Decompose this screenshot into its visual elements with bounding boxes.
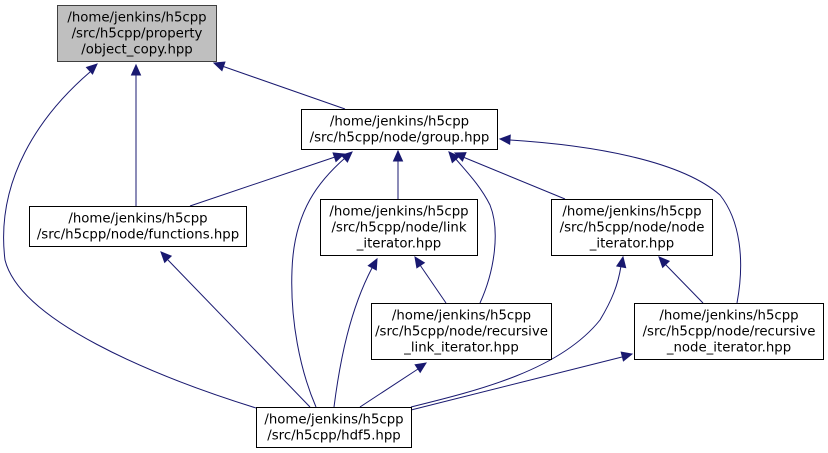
arrowhead-icon [414,362,428,374]
node-box [551,199,713,256]
arrowhead-icon [392,149,404,162]
node-box [371,303,552,360]
arrowhead-icon [85,63,98,75]
node-functions[interactable]: /home/jenkins/h5cpp/src/h5cpp/node/funct… [29,206,247,247]
edge-link_iterator-to-group [392,149,404,199]
node-recursive-link-iterator[interactable]: /home/jenkins/h5cpp/src/h5cpp/node/recur… [371,303,552,360]
arrowhead-icon [160,251,173,264]
node-label-line: _node_iterator.hpp [666,341,791,356]
node-box [301,109,498,150]
node-label-line: /home/jenkins/h5cpp [330,115,469,130]
node-node-iterator[interactable]: /home/jenkins/h5cpp/src/h5cpp/node/node_… [551,199,713,256]
node-box [256,407,412,448]
node-hdf5[interactable]: /home/jenkins/h5cpp/src/h5cpp/hdf5.hpp [256,407,412,448]
arrowhead-icon [130,63,142,76]
node-label-line: /home/jenkins/h5cpp [329,205,468,220]
arrowhead-icon [453,152,467,162]
edge-line [419,264,447,304]
node-label-line: /src/h5cpp/hdf5.hpp [267,429,400,444]
arrowhead-icon [658,256,671,269]
edge-hdf5-to-functions [160,251,311,408]
edge-hdf5-to-link_iterator [333,257,378,408]
edge-recursive_node_iterator-to-node_iterator [658,256,704,304]
edge-recursive_link_iterator-to-group [448,151,496,304]
edge-line [462,156,566,200]
arrowhead-icon [212,61,226,72]
edge-line [333,267,373,408]
edge-line [221,65,346,110]
edge-node_iterator-to-group [453,152,566,200]
arrowhead-icon [340,151,353,163]
node-label-line: /home/jenkins/h5cpp [67,11,206,26]
arrowhead-icon [367,257,378,271]
edge-group-to-object_copy [212,61,346,110]
node-recursive-node-iterator[interactable]: /home/jenkins/h5cpp/src/h5cpp/node/recur… [634,303,824,360]
edge-recursive_link_iterator-to-link_iterator [414,255,447,304]
edge-hdf5-to-object_copy [3,63,257,409]
edge-line [664,263,704,304]
node-box [57,5,217,62]
node-label-line: /home/jenkins/h5cpp [562,205,701,220]
node-link-iterator[interactable]: /home/jenkins/h5cpp/src/h5cpp/node/link_… [320,199,478,256]
node-label-line: /src/h5cpp/node/link [331,221,466,236]
edge-functions-to-object_copy [130,63,142,206]
arrowhead-icon [620,351,634,362]
node-label-line: /src/h5cpp/node/node [560,221,705,236]
edge-line [167,259,311,408]
edge-recursive_node_iterator-to-group [498,134,742,304]
node-label-line: /src/h5cpp/node/functions.hpp [37,228,239,243]
edge-line [3,71,257,409]
edge-hdf5-to-node_iterator [410,255,627,408]
arrowhead-icon [615,255,627,269]
edge-hdf5-to-group [291,151,353,408]
node-box [320,199,478,256]
edge-line [189,156,336,207]
edge-line [454,157,496,304]
edge-hdf5-to-recursive_node_iterator [410,351,634,411]
edge-line [359,368,419,408]
node-label-line: /home/jenkins/h5cpp [659,309,798,324]
edge-functions-to-group [189,152,346,207]
node-label-line: /src/h5cpp/node/recursive [375,325,548,340]
node-label-line: _iterator.hpp [356,237,441,252]
edge-line [410,356,623,411]
node-label-line: /home/jenkins/h5cpp [392,309,531,324]
node-group[interactable]: /home/jenkins/h5cpp/src/h5cpp/node/group… [301,109,498,150]
node-label-line: _link_iterator.hpp [403,341,519,356]
node-label-line: /src/h5cpp/property [72,27,203,42]
node-label-line: /object_copy.hpp [81,43,193,58]
arrowhead-icon [414,255,426,269]
edge-line [509,139,742,304]
node-label-line: _iterator.hpp [589,237,674,252]
node-box [634,303,824,360]
node-label-line: /home/jenkins/h5cpp [264,413,403,428]
arrowhead-icon [448,151,460,164]
node-label-line: /home/jenkins/h5cpp [68,212,207,227]
edges-layer [3,61,742,411]
arrowhead-icon [498,134,511,145]
node-box [29,206,247,247]
nodes-layer: /home/jenkins/h5cpp/src/h5cpp/property/o… [29,5,824,448]
node-label-line: /src/h5cpp/node/group.hpp [310,131,490,146]
edge-hdf5-to-recursive_link_iterator [359,362,428,408]
edge-line [291,157,346,408]
node-object-copy: /home/jenkins/h5cpp/src/h5cpp/property/o… [57,5,217,62]
node-label-line: /src/h5cpp/node/recursive [643,325,816,340]
edge-line [410,265,622,408]
